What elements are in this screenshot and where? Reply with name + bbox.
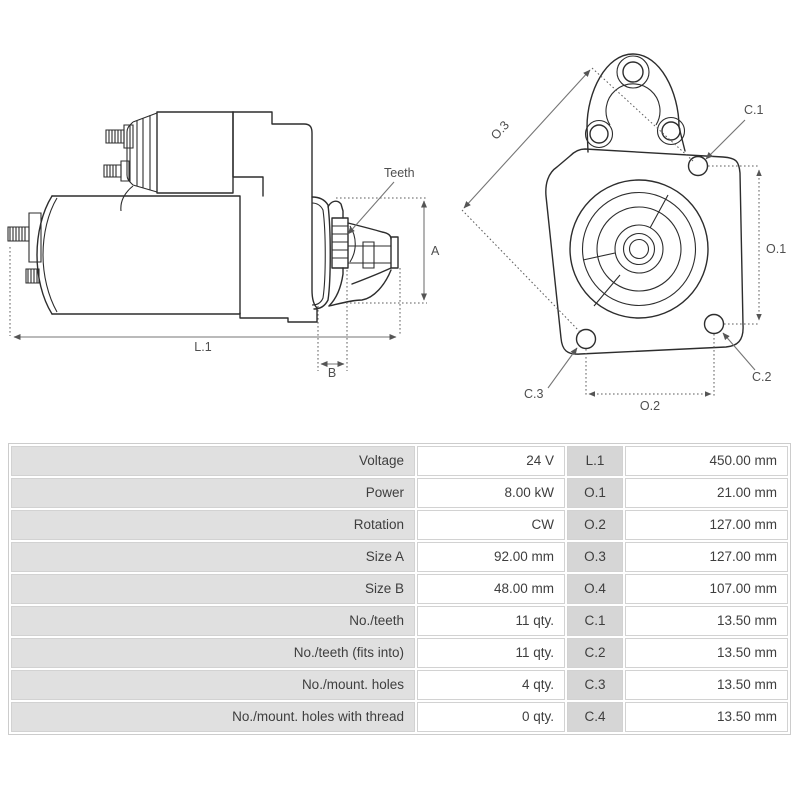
spec-label: No./mount. holes xyxy=(11,670,415,700)
teeth-label: Teeth xyxy=(384,166,415,180)
starter-side-view: L.1 B A Teeth xyxy=(7,111,440,380)
dim-label-c2: C.2 xyxy=(752,370,772,384)
spec-dim-label: O.1 xyxy=(567,478,623,508)
spec-dim-label: C.1 xyxy=(567,606,623,636)
spec-value: 92.00 mm xyxy=(417,542,565,572)
table-row: No./mount. holes with thread 0 qty. C.4 … xyxy=(11,702,788,732)
flange-hole-c2 xyxy=(703,313,725,335)
dim-label-c3: C.3 xyxy=(524,387,544,401)
table-row: No./teeth (fits into) 11 qty. C.2 13.50 … xyxy=(11,638,788,668)
spec-value: 8.00 kW xyxy=(417,478,565,508)
table-row: No./mount. holes 4 qty. C.3 13.50 mm xyxy=(11,670,788,700)
table-row: Power 8.00 kW O.1 21.00 mm xyxy=(11,478,788,508)
spec-dim-value: 127.00 mm xyxy=(625,510,788,540)
table-row: Rotation CW O.2 127.00 mm xyxy=(11,510,788,540)
spec-dim-value: 13.50 mm xyxy=(625,606,788,636)
table-row: Voltage 24 V L.1 450.00 mm xyxy=(11,446,788,476)
spec-label: No./teeth (fits into) xyxy=(11,638,415,668)
spec-table: Voltage 24 V L.1 450.00 mm Power 8.00 kW… xyxy=(8,443,791,735)
spec-label: Power xyxy=(11,478,415,508)
dim-label-c1: C.1 xyxy=(744,103,764,117)
table-row: No./teeth 11 qty. C.1 13.50 mm xyxy=(11,606,788,636)
spec-label: No./teeth xyxy=(11,606,415,636)
spec-value: CW xyxy=(417,510,565,540)
spec-value: 4 qty. xyxy=(417,670,565,700)
dim-label-o1: O.1 xyxy=(766,242,786,256)
drive-end-bell xyxy=(311,196,331,310)
spec-dim-value: 107.00 mm xyxy=(625,574,788,604)
spec-dim-value: 127.00 mm xyxy=(625,542,788,572)
spec-label: No./mount. holes with thread xyxy=(11,702,415,732)
spec-dim-label: O.4 xyxy=(567,574,623,604)
spec-dim-value: 13.50 mm xyxy=(625,638,788,668)
front-view-dimensions: O.3 C.1 O.1 O.2 C.2 C.3 xyxy=(461,67,786,413)
solenoid xyxy=(120,111,234,212)
flange-hole-c3 xyxy=(575,328,597,350)
dim-label-a: A xyxy=(431,244,440,258)
barrel-terminal-studs xyxy=(7,212,42,284)
motor-barrel xyxy=(36,195,241,315)
spec-dim-label: C.4 xyxy=(567,702,623,732)
spec-value: 48.00 mm xyxy=(417,574,565,604)
spec-dim-value: 13.50 mm xyxy=(625,702,788,732)
front-bell xyxy=(584,53,686,153)
spec-dim-label: O.3 xyxy=(567,542,623,572)
dim-label-b: B xyxy=(328,366,336,380)
spec-value: 11 qty. xyxy=(417,638,565,668)
spec-dim-label: L.1 xyxy=(567,446,623,476)
motor-housing xyxy=(232,111,318,323)
gear-housing-circles xyxy=(569,179,709,319)
dim-label-o3: O.3 xyxy=(488,118,512,142)
spec-dim-label: C.2 xyxy=(567,638,623,668)
flange-hole-c1 xyxy=(687,155,709,177)
spec-label: Voltage xyxy=(11,446,415,476)
spec-dim-label: C.3 xyxy=(567,670,623,700)
table-row: Size A 92.00 mm O.3 127.00 mm xyxy=(11,542,788,572)
spec-dim-value: 21.00 mm xyxy=(625,478,788,508)
spec-value: 0 qty. xyxy=(417,702,565,732)
solenoid-terminal-studs xyxy=(103,124,134,182)
side-view-dimensions: L.1 B A Teeth xyxy=(9,166,440,380)
pinion-gear xyxy=(327,200,399,307)
table-row: Size B 48.00 mm O.4 107.00 mm xyxy=(11,574,788,604)
dim-label-o2: O.2 xyxy=(640,399,660,413)
dim-label-l1: L.1 xyxy=(194,340,211,354)
starter-front-view: O.3 C.1 O.1 O.2 C.2 C.3 xyxy=(461,53,786,413)
spec-value: 24 V xyxy=(417,446,565,476)
spec-dim-value: 13.50 mm xyxy=(625,670,788,700)
spec-label: Size B xyxy=(11,574,415,604)
spec-dim-label: O.2 xyxy=(567,510,623,540)
spec-value: 11 qty. xyxy=(417,606,565,636)
technical-drawing: L.1 B A Teeth xyxy=(7,53,786,413)
spec-dim-value: 450.00 mm xyxy=(625,446,788,476)
spec-label: Rotation xyxy=(11,510,415,540)
spec-label: Size A xyxy=(11,542,415,572)
